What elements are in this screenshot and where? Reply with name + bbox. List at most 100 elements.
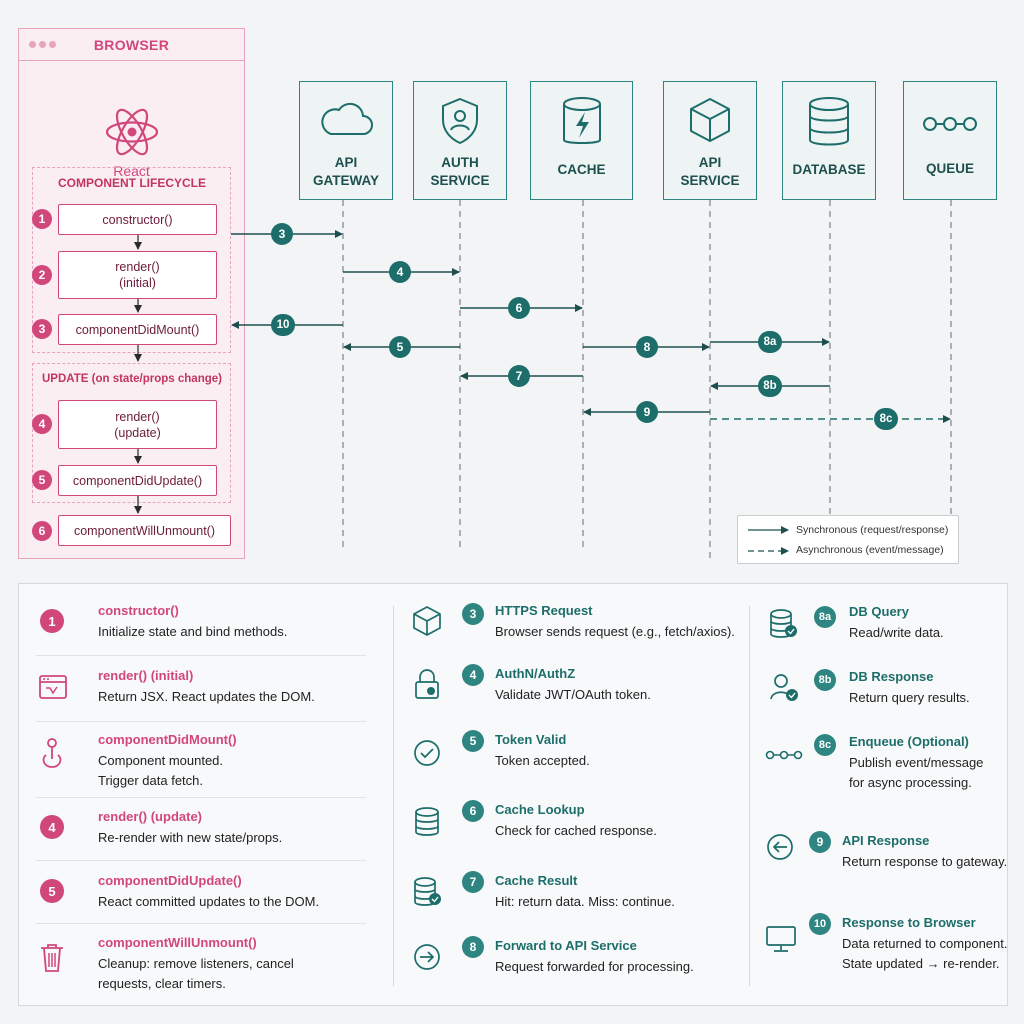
step-badge: 9 xyxy=(636,401,658,423)
queue-icon xyxy=(923,117,977,131)
cache-bolt-icon xyxy=(562,97,601,144)
detail-response-to-browser: Response to Browser Data returned to com… xyxy=(842,915,1008,974)
shield-user-icon xyxy=(442,97,478,145)
detail-title: Cache Result xyxy=(495,873,578,888)
detail-desc: Read/write data. xyxy=(849,625,944,640)
detail-render-initial: render() (initial) Return JSX. React upd… xyxy=(98,668,315,707)
monitor-icon xyxy=(766,926,796,952)
cube-icon xyxy=(413,606,441,636)
database-check-icon xyxy=(414,877,441,906)
detail-number: 4 xyxy=(462,664,484,686)
detail-title: DB Response xyxy=(849,669,934,684)
divider xyxy=(36,655,366,656)
detail-cache-lookup: Cache Lookup Check for cached response. xyxy=(495,802,657,841)
service-label: DATABASE xyxy=(792,162,866,177)
detail-https-request: HTTPS Request Browser sends request (e.g… xyxy=(495,603,735,642)
detail-desc: Token accepted. xyxy=(495,753,590,768)
cloud-icon xyxy=(321,102,373,135)
detail-component-will-unmount: componentWillUnmount() Cleanup: remove l… xyxy=(98,935,294,994)
detail-number: 8b xyxy=(814,669,836,691)
service-label: CACHE xyxy=(557,162,606,177)
lifecycle-step-number: 6 xyxy=(32,521,52,541)
detail-db-query: DB Query Read/write data. xyxy=(849,604,944,643)
detail-desc: React committed updates to the DOM. xyxy=(98,894,320,909)
service-label: API GATEWAY xyxy=(312,155,379,188)
detail-desc: Return query results. xyxy=(849,690,970,705)
component-did-mount-box: componentDidMount() xyxy=(58,314,217,345)
step-badge: 6 xyxy=(508,297,530,319)
divider xyxy=(36,797,366,798)
component-did-update-box: componentDidUpdate() xyxy=(58,465,217,496)
step-badge: 8c xyxy=(874,408,898,430)
detail-desc: Request forwarded for processing. xyxy=(495,959,694,974)
detail-db-response: DB Response Return query results. xyxy=(849,669,970,708)
detail-title: render() (update) xyxy=(98,809,202,824)
user-check-icon xyxy=(770,674,798,701)
detail-number: 6 xyxy=(462,800,484,822)
divider xyxy=(36,923,366,924)
detail-number: 8 xyxy=(462,936,484,958)
arrow-left-circle-icon xyxy=(767,834,793,860)
divider xyxy=(749,606,750,986)
touch-icon xyxy=(42,738,62,768)
detail-title: Response to Browser xyxy=(842,915,976,930)
detail-number: 1 xyxy=(40,609,64,633)
lifecycle-step-number: 5 xyxy=(32,470,52,490)
service-label: AUTH SERVICE xyxy=(430,155,490,188)
detail-number: 8a xyxy=(814,606,836,628)
detail-component-did-mount: componentDidMount() Component mounted. T… xyxy=(98,732,237,791)
divider xyxy=(36,721,366,722)
detail-number: 8c xyxy=(814,734,836,756)
check-circle-icon xyxy=(414,740,440,766)
detail-number: 7 xyxy=(462,871,484,893)
detail-number: 5 xyxy=(462,730,484,752)
lock-icon xyxy=(415,669,439,699)
lifelines xyxy=(342,200,952,560)
component-will-unmount-box: componentWillUnmount() xyxy=(58,515,231,546)
detail-title: constructor() xyxy=(98,603,179,618)
legend-sync: Synchronous (request/response) xyxy=(796,524,949,536)
service-label: API SERVICE xyxy=(680,155,740,188)
detail-desc: Hit: return data. Miss: continue. xyxy=(495,894,675,909)
detail-render-update: render() (update) Re-render with new sta… xyxy=(98,809,282,848)
detail-desc: Check for cached response. xyxy=(495,823,657,838)
render-initial-box: render() (initial) xyxy=(58,251,217,299)
database-check-icon xyxy=(770,609,797,638)
cache-box: CACHE xyxy=(530,81,633,200)
window-dot xyxy=(39,41,46,48)
sequence-arrows xyxy=(134,200,952,560)
detail-desc: Return response to gateway. xyxy=(842,854,1008,869)
detail-desc: Validate JWT/OAuth token. xyxy=(495,687,651,702)
detail-title: componentWillUnmount() xyxy=(98,935,257,950)
detail-title: Cache Lookup xyxy=(495,802,585,817)
update-group xyxy=(32,363,231,503)
auth-service-box: AUTH SERVICE xyxy=(413,81,507,200)
database-icon xyxy=(415,807,439,836)
detail-desc: Browser sends request (e.g., fetch/axios… xyxy=(495,624,735,639)
browser-window-icon xyxy=(39,675,67,699)
divider xyxy=(36,860,366,861)
detail-api-response: API Response Return response to gateway. xyxy=(842,833,1007,872)
window-dot xyxy=(49,41,56,48)
update-title: UPDATE (on state/props change) xyxy=(42,373,222,385)
lifecycle-step-number: 1 xyxy=(32,209,52,229)
detail-authn-authz: AuthN/AuthZ Validate JWT/OAuth token. xyxy=(495,666,651,705)
cube-icon xyxy=(690,98,730,142)
database-icon xyxy=(809,97,849,146)
render-update-box: render() (update) xyxy=(58,400,217,449)
browser-header: BROWSER xyxy=(19,29,244,61)
detail-number: 9 xyxy=(809,831,831,853)
detail-desc: Re-render with new state/props. xyxy=(98,830,283,845)
step-badge: 8 xyxy=(636,336,658,358)
step-badge: 5 xyxy=(389,336,411,358)
api-gateway-box: API GATEWAY xyxy=(299,81,393,200)
arrow-right-circle-icon xyxy=(414,944,440,970)
step-badge: 8b xyxy=(758,375,782,397)
queue-box: QUEUE xyxy=(903,81,997,200)
legend-async: Asynchronous (event/message) xyxy=(796,544,944,556)
browser-title: BROWSER xyxy=(93,37,170,53)
react-icon xyxy=(105,108,159,156)
details-panel xyxy=(18,583,1008,1006)
detail-title: DB Query xyxy=(849,604,909,619)
lifecycle-step-number: 3 xyxy=(32,319,52,339)
